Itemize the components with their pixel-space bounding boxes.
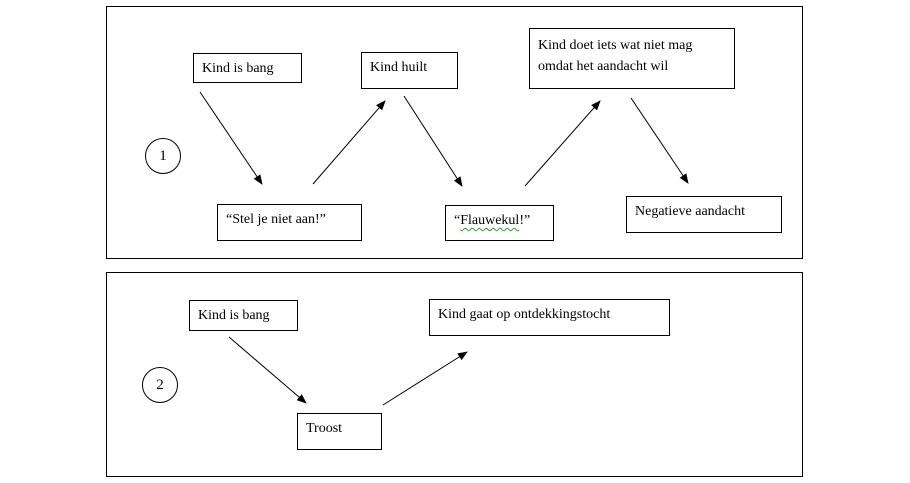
step-number-1: 1 [145, 138, 181, 174]
box-negatieve-aandacht: Negatieve aandacht [626, 196, 782, 233]
step-number-2: 2 [142, 367, 178, 403]
box-kind-doet-iets: Kind doet iets wat niet mag omdat het aa… [529, 28, 735, 89]
flauwekul-close-quote: !” [519, 213, 531, 228]
box-kind-is-bang-2: Kind is bang [189, 300, 298, 331]
box-troost: Troost [297, 413, 382, 450]
box-ontdekkingstocht: Kind gaat op ontdekkingstocht [429, 299, 670, 336]
flauwekul-open-quote: “ [454, 213, 461, 228]
flauwekul-word: Flauwekul [460, 213, 520, 228]
box-stel-je-niet-aan: “Stel je niet aan!” [217, 204, 362, 241]
box-flauwekul: “Flauwekul!” [445, 205, 554, 241]
box-kind-is-bang-1: Kind is bang [193, 53, 302, 83]
box-kind-huilt: Kind huilt [361, 52, 458, 89]
